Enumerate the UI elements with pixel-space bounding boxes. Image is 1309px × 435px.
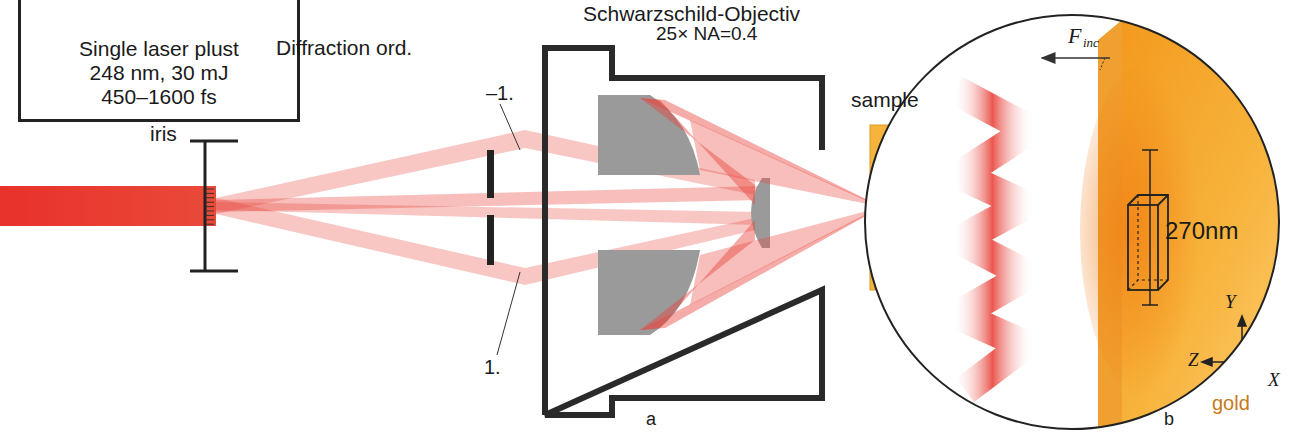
laser-box: Single laser plust248 nm, 30 mJ450–1600 … xyxy=(18,0,300,122)
part-name: sample xyxy=(851,88,919,111)
order-label: –1. xyxy=(486,82,514,104)
part-name: Diffraction ord. xyxy=(276,36,412,59)
axis-label: Z xyxy=(1188,350,1199,371)
order-label: 1. xyxy=(484,356,501,378)
box-text: Single laser plust xyxy=(79,37,239,61)
box-text: 450–1600 fs xyxy=(101,85,217,109)
material-label: gold xyxy=(1212,392,1250,414)
panel-letter: b xyxy=(1164,410,1174,430)
symbol: F xyxy=(1068,24,1081,48)
spec-text: 25× NA=0.4 xyxy=(656,24,757,45)
axis-label: Y xyxy=(1225,292,1236,313)
axis-label: X xyxy=(1268,370,1280,391)
subscript: inc xyxy=(1083,36,1099,50)
part-name: Schwarzschild-Objectiv xyxy=(583,2,800,25)
panel-letter: a xyxy=(646,410,656,430)
box-text: 248 nm, 30 mJ xyxy=(90,61,229,85)
dimension: 270nm xyxy=(1165,218,1238,244)
part-name: iris xyxy=(150,122,177,145)
